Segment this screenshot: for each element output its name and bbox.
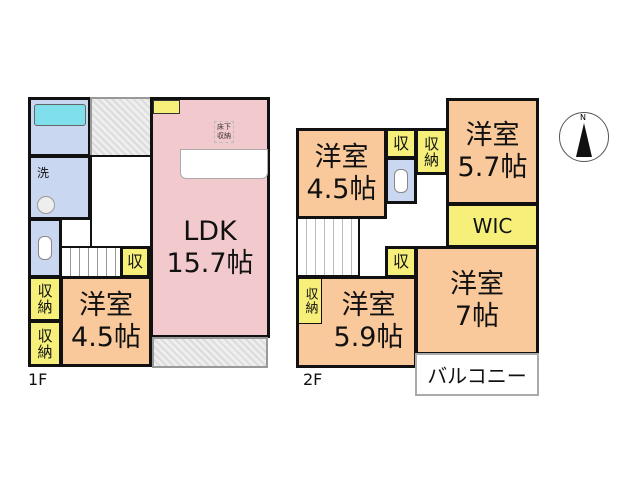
room-size: 4.5帖 xyxy=(306,173,377,205)
toilet-2f xyxy=(385,157,417,204)
balcony: バルコニー xyxy=(415,353,539,396)
closet-1f-b: 収納 xyxy=(28,320,62,367)
stairs-1f xyxy=(60,246,122,278)
room-2f-b: 洋室 5.7帖 xyxy=(446,98,539,205)
closet-2f-b: 収納 xyxy=(415,128,448,175)
room-2f-d: 洋室 7帖 xyxy=(415,246,539,355)
closet-label: 収納 xyxy=(35,283,54,315)
sink-icon xyxy=(37,196,55,214)
room-2f-a: 洋室 4.5帖 xyxy=(296,128,387,219)
hallway-1f xyxy=(90,155,152,248)
room-name: 洋室 xyxy=(79,289,133,321)
floor-label-2f: 2F xyxy=(303,370,323,389)
terrace xyxy=(152,337,268,368)
kitchen-counter xyxy=(180,149,268,179)
storage-1f: 収 xyxy=(120,246,150,278)
ldk-storage-box xyxy=(153,100,180,114)
closet-label: 収納 xyxy=(302,287,318,315)
bathroom xyxy=(28,97,91,157)
room-name: 洋室 xyxy=(341,290,396,321)
room-size: 15.7帖 xyxy=(166,247,254,279)
storage-label: 収 xyxy=(392,133,409,153)
walk-in-closet: WIC xyxy=(446,203,539,248)
toilet-1f xyxy=(28,218,62,278)
toilet-icon xyxy=(394,168,408,193)
ldk: LDK 15.7帖 xyxy=(150,97,270,338)
closet-label: 収納 xyxy=(422,135,440,168)
wic-label: WIC xyxy=(472,213,513,238)
room-name: 洋室 xyxy=(314,141,369,173)
storage-label: 収 xyxy=(392,252,409,271)
room-size: 5.9帖 xyxy=(333,322,404,353)
room-name: 洋室 xyxy=(465,119,520,151)
balcony-label: バルコニー xyxy=(427,364,527,388)
room-1f-western: 洋室 4.5帖 xyxy=(60,276,152,367)
storage-2f-top: 収 xyxy=(385,128,417,159)
wash-label: 洗 xyxy=(37,166,50,180)
room-size: 7帖 xyxy=(454,300,500,332)
compass-icon: N xyxy=(559,112,609,162)
stairs-2f xyxy=(296,217,360,277)
floor-label-1f: 1F xyxy=(28,370,48,389)
bathtub xyxy=(33,104,86,126)
closet-1f-a: 収納 xyxy=(28,276,62,322)
underfloor-storage: 床下収納 xyxy=(214,121,234,143)
north-arrow xyxy=(576,123,592,157)
room-size: 5.7帖 xyxy=(457,151,528,183)
washroom: 洗 xyxy=(28,155,91,220)
toilet-icon xyxy=(38,236,52,260)
closet-label: 収納 xyxy=(35,327,54,360)
room-name: 洋室 xyxy=(450,268,504,300)
room-size: 4.5帖 xyxy=(71,321,141,353)
storage-2f-mid: 収 xyxy=(385,246,417,278)
room-name: LDK xyxy=(183,215,237,247)
storage-label: 収 xyxy=(126,252,143,271)
entrance-porch xyxy=(90,97,152,157)
closet-2f-c: 収納 xyxy=(298,278,322,324)
compass-north-label: N xyxy=(580,113,586,122)
